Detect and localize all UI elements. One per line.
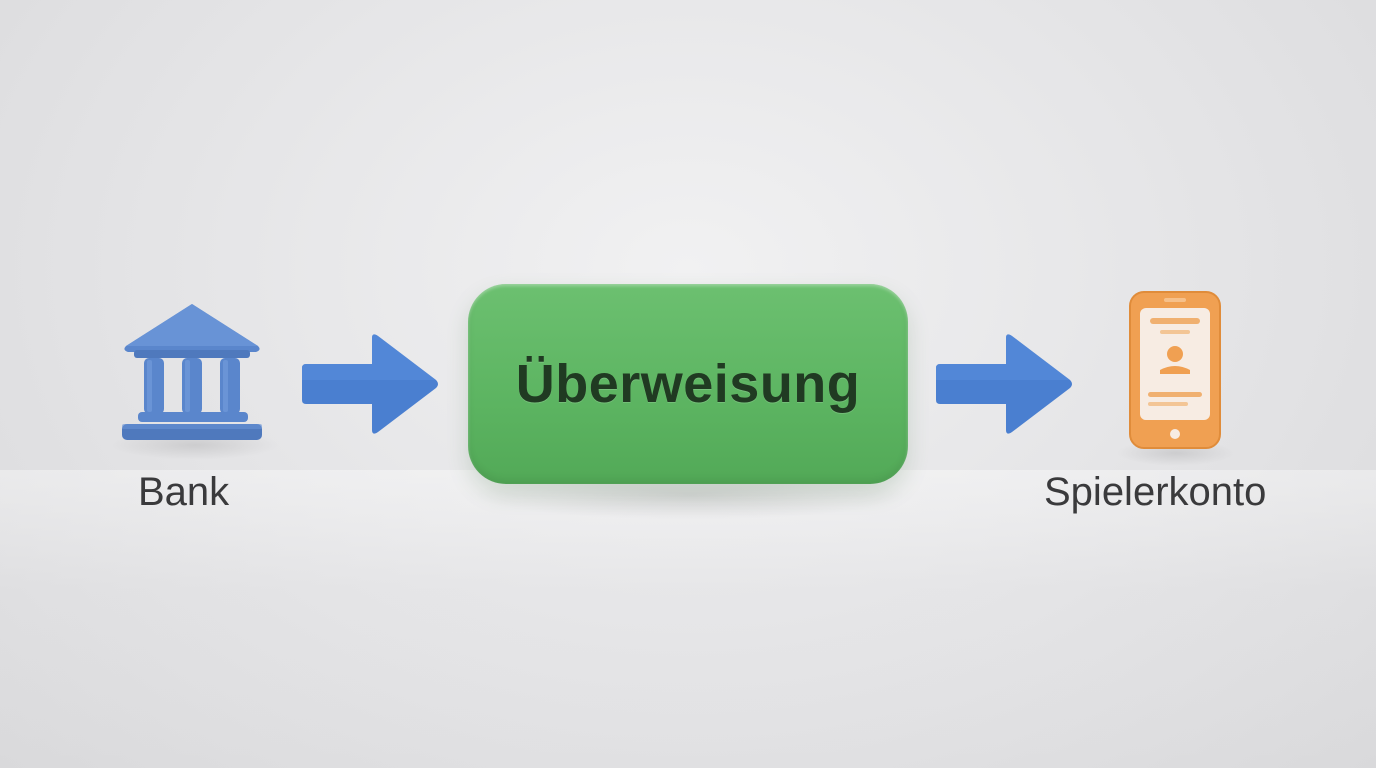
arrow-transfer-to-player-account	[934, 332, 1074, 436]
player-account-label: Spielerkonto	[1044, 470, 1267, 514]
arrow-bank-to-transfer	[300, 332, 440, 436]
transfer-process-box: Überweisung	[468, 284, 908, 484]
smartphone-icon	[1126, 290, 1224, 450]
transfer-label: Überweisung	[515, 354, 861, 414]
bank-label: Bank	[138, 470, 230, 514]
bank-icon	[116, 298, 268, 446]
background-floor	[0, 470, 1376, 768]
